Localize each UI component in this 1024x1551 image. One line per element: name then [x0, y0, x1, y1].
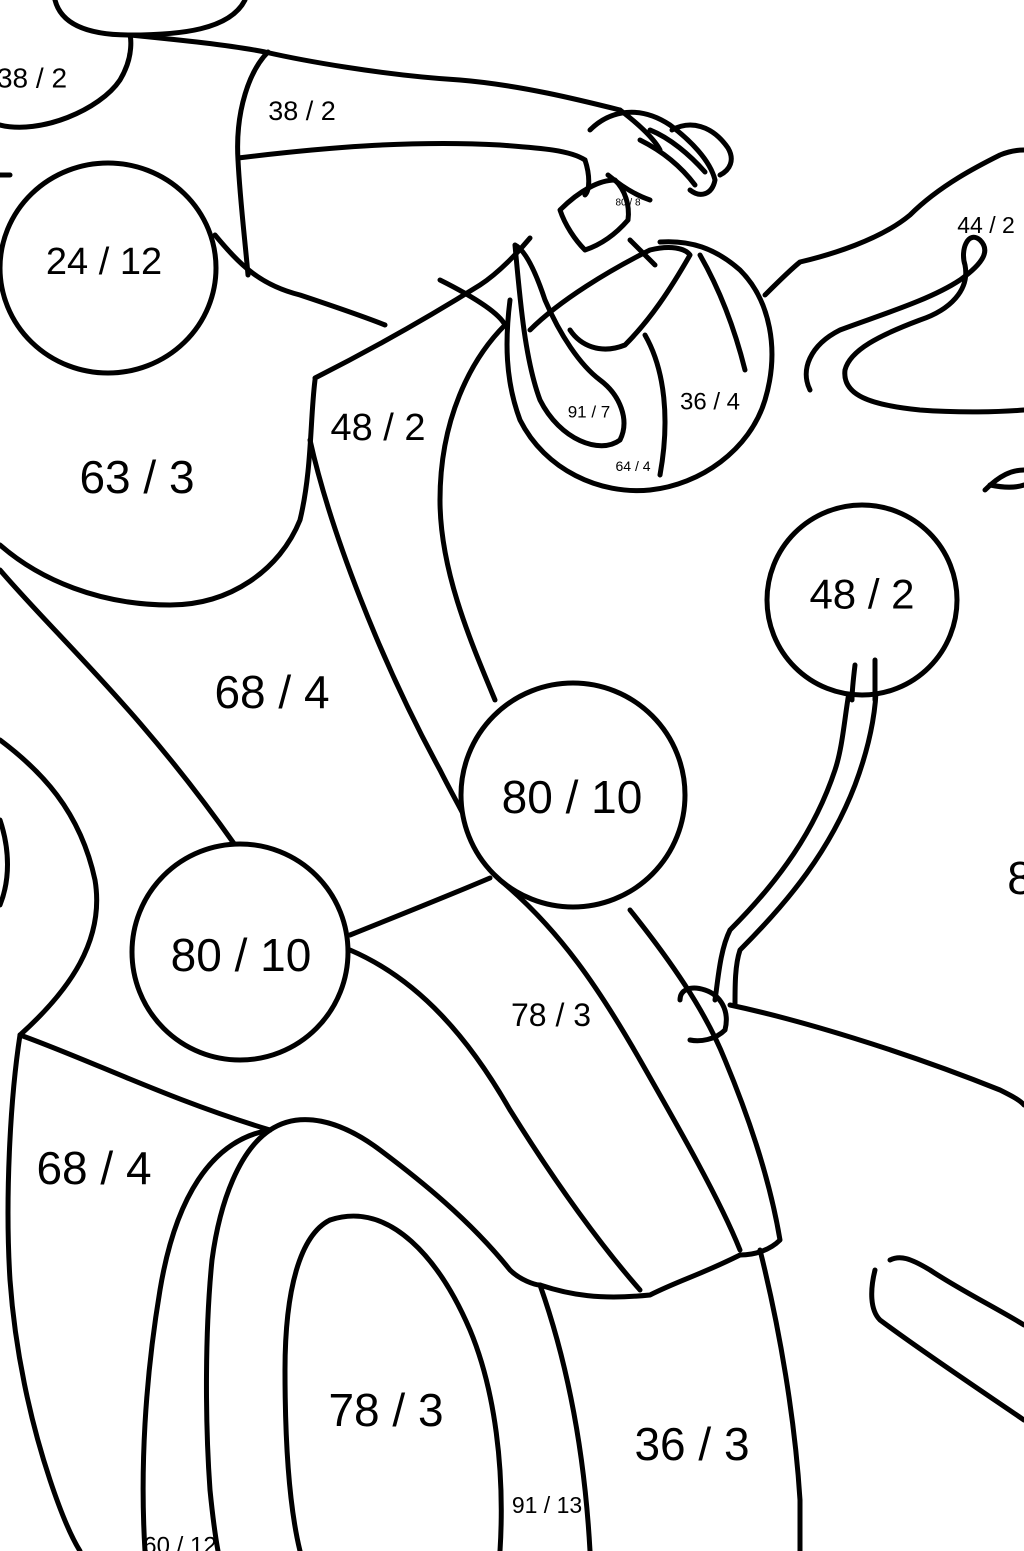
side-circle — [129, 841, 351, 1063]
label-bottom-left: 60 / 12 — [143, 1533, 216, 1551]
label-handle-inner: 91 / 7 — [568, 403, 611, 422]
label-seat-front: 48 / 2 — [330, 407, 425, 449]
label-wheel-rim: 91 / 13 — [512, 1492, 582, 1518]
knee-circle — [458, 680, 688, 910]
label-handle-bottom: 64 / 4 — [615, 458, 650, 474]
label-elbow-patch: 24 / 12 — [46, 241, 162, 283]
label-lower-body: 68 / 4 — [36, 1142, 151, 1194]
label-wheel-hub: 78 / 3 — [328, 1384, 443, 1436]
label-fender-panel: 78 / 3 — [511, 997, 591, 1033]
label-shoulder-left: 38 / 2 — [0, 63, 67, 94]
label-side-circle: 80 / 10 — [171, 929, 312, 981]
label-knee-circle: 80 / 10 — [502, 771, 643, 823]
label-leg: 68 / 4 — [214, 666, 329, 718]
label-handle-outer: 36 / 4 — [680, 389, 740, 416]
label-body-edge: 8 — [1007, 852, 1024, 904]
label-sleeve: 38 / 2 — [268, 96, 336, 126]
label-mirror-round: 48 / 2 — [809, 571, 914, 618]
mirror-round-circle — [764, 502, 960, 698]
label-torso: 63 / 3 — [79, 451, 194, 503]
label-wrist: 80 / 8 — [615, 198, 640, 209]
label-mirror-tip: 44 / 2 — [957, 212, 1015, 238]
label-wheel-tire: 36 / 3 — [634, 1418, 749, 1470]
region-labels: 38 / 2 38 / 2 24 / 12 63 / 3 48 / 2 80 /… — [0, 63, 1024, 1551]
